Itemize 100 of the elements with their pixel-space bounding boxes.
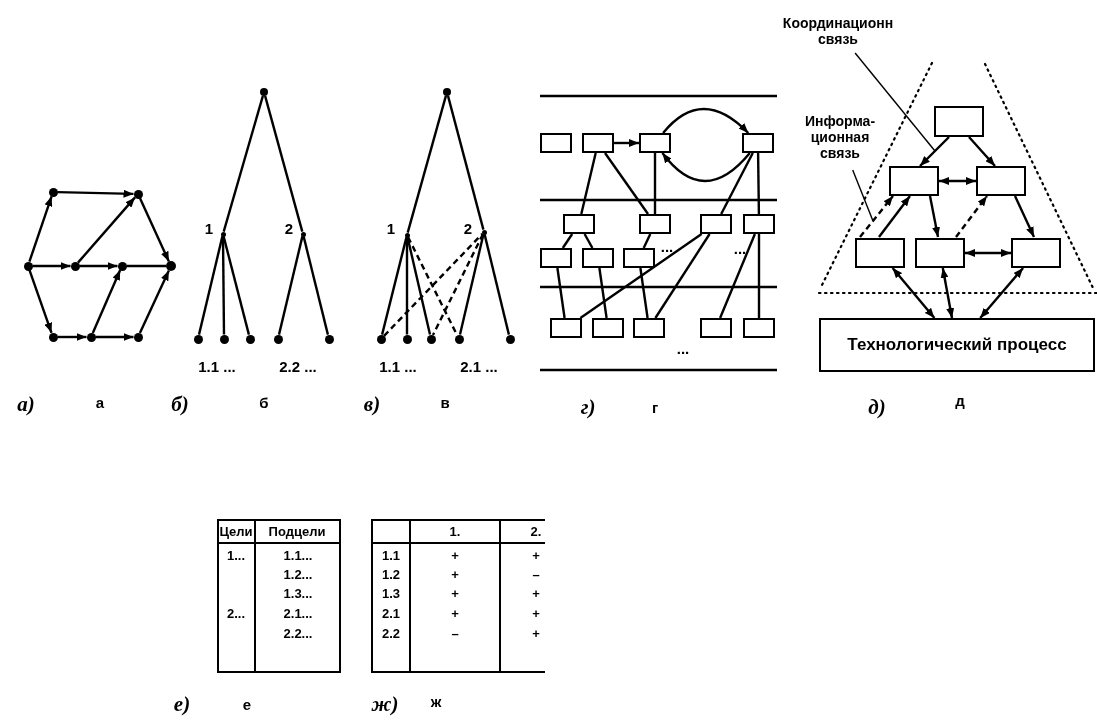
arrow (57, 333, 87, 341)
arrow (939, 177, 976, 185)
graph-vertex (117, 261, 127, 271)
table-entry: 2... (226, 605, 246, 621)
table-entry: 2.2... (283, 625, 313, 641)
table-entry: – (451, 625, 459, 641)
connector-line (757, 234, 761, 318)
panel-label: ж) (371, 691, 399, 717)
arrow (28, 269, 53, 334)
panel-label: г) (580, 394, 596, 420)
arrow (77, 196, 136, 264)
graph-vertex (166, 261, 176, 271)
connector-line (639, 267, 649, 319)
connector-line (458, 234, 485, 335)
panel-label: в) (363, 391, 381, 417)
block-box (582, 248, 614, 268)
arrow (965, 249, 1011, 257)
panel-caption: д (955, 391, 965, 409)
leader-line (854, 52, 936, 152)
vertex-number: 2 (284, 219, 294, 237)
connector-line (405, 237, 409, 335)
tree-vertex (426, 334, 436, 344)
connector-line (580, 152, 597, 215)
connector-line (583, 233, 594, 249)
connector-line (446, 95, 485, 230)
row-label: 2.2 (381, 625, 401, 641)
connector-line (556, 267, 566, 319)
arrow (32, 262, 71, 270)
arrow (138, 197, 170, 262)
leaf-label: 1.1 ... (198, 357, 236, 375)
graph-vertex (70, 261, 80, 271)
arrow (955, 195, 988, 238)
leaf-label: 2.2 ... (279, 357, 317, 375)
panel-caption: в (440, 393, 450, 411)
arrow (28, 195, 53, 263)
block-box (540, 133, 572, 153)
connector-line (197, 236, 224, 335)
connector-line (126, 264, 166, 268)
arrow (878, 195, 911, 238)
block-box (976, 166, 1026, 196)
tree-vertex (193, 334, 203, 344)
table-entry: + (532, 547, 540, 563)
arrow (1013, 195, 1036, 238)
tree-vertex (273, 334, 283, 344)
graph-vertex (23, 261, 33, 271)
table-entry: 1.1... (283, 547, 313, 563)
table-entry: + (451, 585, 459, 601)
graph-vertex (133, 189, 143, 199)
block-box (592, 318, 624, 338)
panel-caption: г (651, 398, 659, 416)
arrow (940, 267, 955, 319)
vertex-number: 2 (463, 219, 473, 237)
block-box (743, 318, 775, 338)
block-box (700, 318, 732, 338)
arrow (968, 136, 996, 167)
arrow (91, 269, 122, 334)
column-header: 2. (530, 523, 542, 539)
connector-line (222, 95, 265, 232)
arrow (859, 195, 894, 238)
block-box (550, 318, 582, 338)
row-label: 1.3 (381, 585, 401, 601)
block-box (915, 238, 965, 268)
vertex-number: 1 (204, 219, 214, 237)
arrow (614, 139, 639, 147)
arrow (661, 152, 751, 183)
block-box (889, 166, 939, 196)
tree-vertex (402, 334, 412, 344)
table-entry: + (532, 625, 540, 641)
connector-line (383, 232, 484, 337)
panel-label: б) (171, 391, 189, 417)
tree-vertex (324, 334, 334, 344)
table-entry: + (451, 605, 459, 621)
arrow (891, 267, 936, 319)
block-box (639, 214, 671, 234)
connector-line (642, 233, 652, 249)
leaf-label: 2.1 ... (460, 357, 498, 375)
connector-line (406, 95, 448, 233)
tree-vertex (219, 334, 229, 344)
leader-line (852, 169, 874, 222)
tree-vertex (443, 88, 451, 96)
arrow (919, 136, 950, 167)
block-box (855, 238, 905, 268)
panel-label: д) (868, 394, 886, 420)
row-label: 2.1 (381, 605, 401, 621)
arrow (928, 195, 940, 238)
block-box (623, 248, 655, 268)
column-header: Цели (219, 523, 253, 539)
process-box: Технологический процесс (819, 318, 1095, 372)
connector-line (654, 233, 711, 319)
column-header: Подцели (268, 523, 326, 539)
block-box (563, 214, 595, 234)
connector-line (431, 233, 484, 336)
block-box (540, 248, 572, 268)
connector-line (604, 152, 649, 215)
block-box (1011, 238, 1061, 268)
table-entry: 2.1... (283, 605, 313, 621)
connector-line (720, 152, 754, 215)
block-box (633, 318, 665, 338)
tree-vertex (260, 88, 268, 96)
vertex-number: 1 (386, 219, 396, 237)
